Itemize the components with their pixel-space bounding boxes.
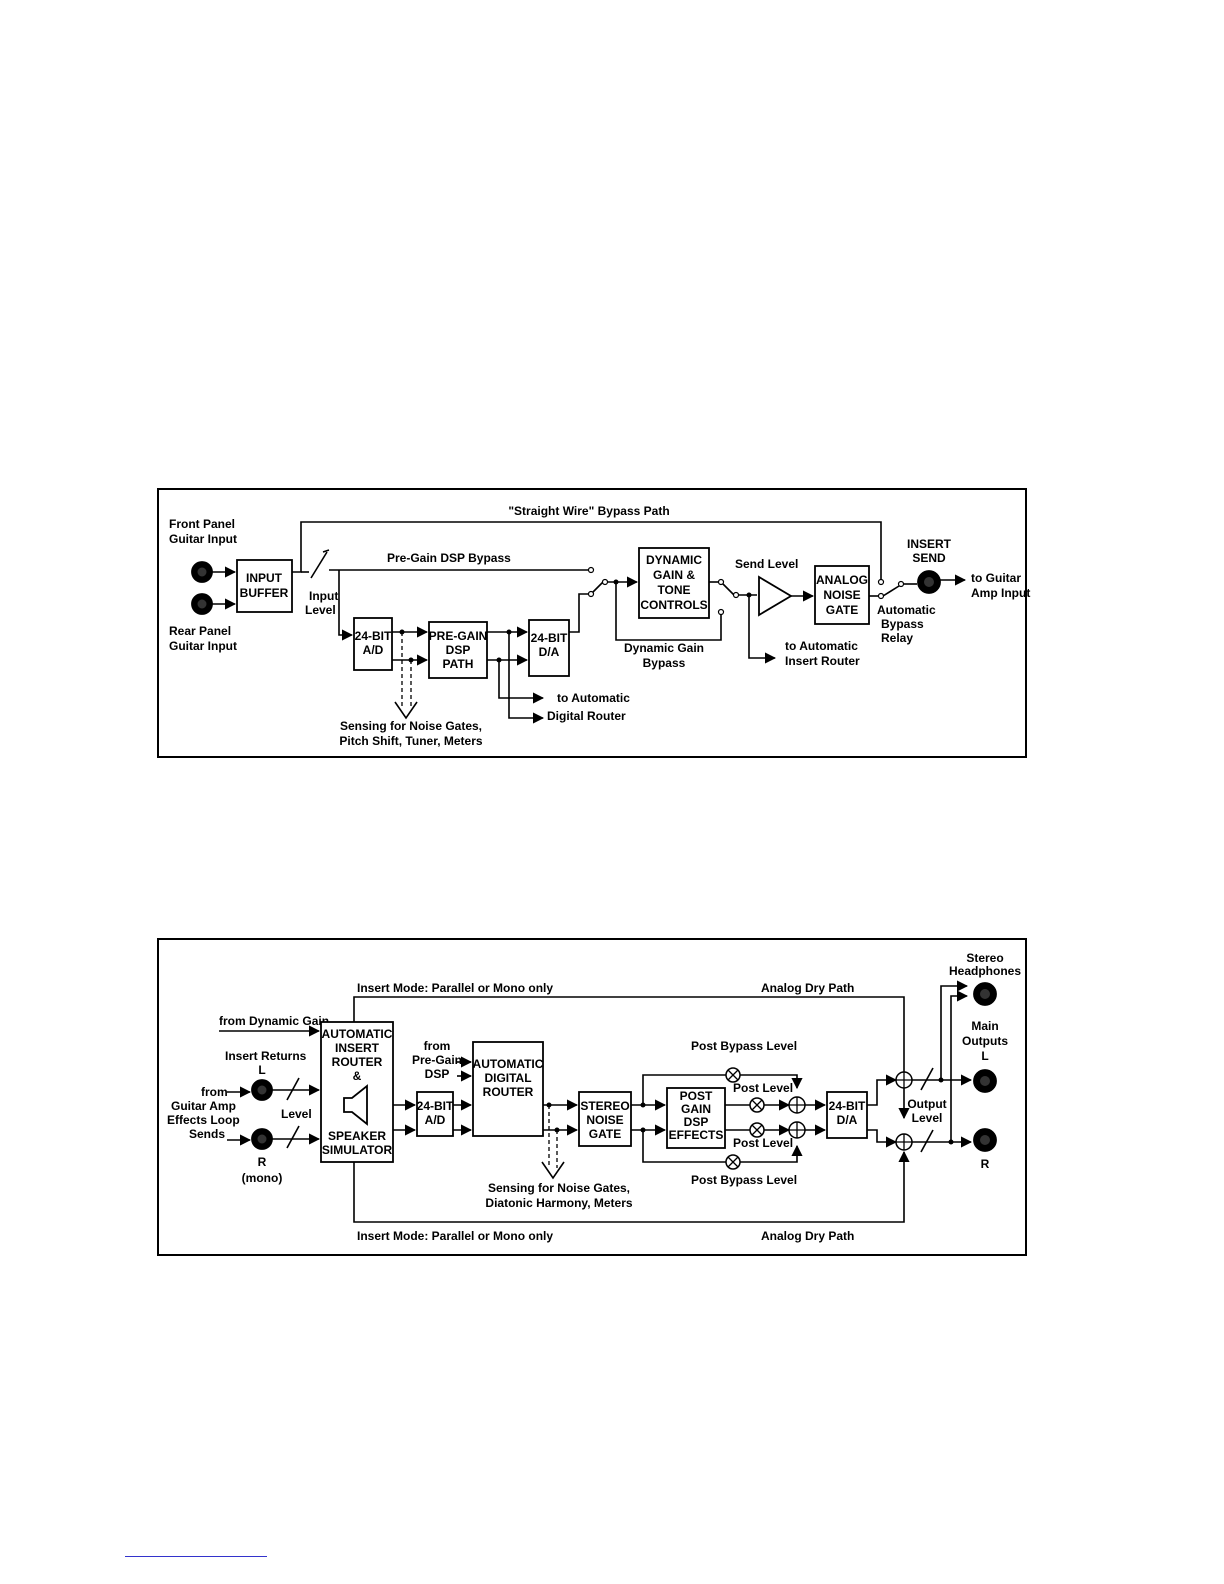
output-summer-r-icon [895, 1133, 913, 1151]
post-gain-dsp-block [666, 1087, 726, 1149]
pregain-bypass-label: Pre-Gain DSP Bypass [387, 551, 511, 565]
post-level-bottom-label: Post Level [733, 1136, 793, 1150]
da-converter-block-2 [826, 1091, 868, 1139]
sensing-label-2: Sensing for Noise Gates,Diatonic Harmony… [485, 1181, 632, 1210]
input-level-pot-icon [310, 549, 330, 579]
da-converter-block [528, 619, 570, 677]
send-level-label: Send Level [735, 557, 798, 571]
summer-bottom-icon [788, 1121, 806, 1139]
ad-converter-block [353, 617, 393, 671]
insert-router-block [320, 1021, 394, 1163]
insert-send-jack-icon [917, 570, 941, 594]
footnote-rule [125, 1556, 267, 1557]
sensing-label: Sensing for Noise Gates,Pitch Shift, Tun… [339, 719, 482, 748]
ad-converter-block-2 [416, 1091, 454, 1137]
stereo-noise-gate-block [578, 1091, 632, 1147]
bypass-relay-switch [882, 585, 900, 597]
return-l-label: L [258, 1063, 265, 1077]
straight-wire-label: "Straight Wire" Bypass Path [508, 504, 669, 518]
rear-input-jack-icon [191, 593, 213, 615]
output-summer-l-icon [895, 1071, 913, 1089]
digital-router-block [472, 1041, 544, 1137]
main-out-r-label: R [981, 1157, 990, 1171]
insert-mode-top-label: Insert Mode: Parallel or Mono only [357, 981, 553, 995]
analog-noise-gate-block [814, 565, 870, 625]
analog-dry-top-label: Analog Dry Path [761, 981, 854, 995]
mono-label: (mono) [242, 1171, 283, 1185]
post-bypass-bottom-multiplier-icon [725, 1154, 741, 1170]
sensing-arrow-icon [394, 701, 418, 720]
from-dynamic-gain-label: from Dynamic Gain [219, 1014, 329, 1028]
analog-dry-bottom-label: Analog Dry Path [761, 1229, 854, 1243]
post-bypass-bottom-label: Post Bypass Level [691, 1173, 797, 1187]
send-level-amp-icon [758, 575, 793, 617]
post-level-top-multiplier-icon [749, 1097, 765, 1113]
headphones-jack-icon [973, 982, 997, 1006]
speaker-icon [343, 1084, 368, 1126]
main-out-l-jack-icon [973, 1069, 997, 1093]
post-level-bottom-multiplier-icon [749, 1122, 765, 1138]
insert-returns-label: Insert Returns [225, 1049, 307, 1063]
post-bypass-top-multiplier-icon [725, 1067, 741, 1083]
input-buffer-block [236, 559, 293, 613]
dynamic-gain-block [638, 547, 710, 619]
front-input-jack-icon [191, 561, 213, 583]
post-level-top-label: Post Level [733, 1081, 793, 1095]
return-r-label: R [258, 1155, 267, 1169]
insert-mode-bottom-label: Insert Mode: Parallel or Mono only [357, 1229, 553, 1243]
sensing-arrow-icon-2 [541, 1161, 565, 1180]
return-level-label: Level [281, 1107, 312, 1121]
return-level-pot-icon [286, 1077, 300, 1149]
pregain-bypass-switch [592, 581, 604, 593]
output-level-pot-icon [920, 1067, 934, 1153]
diagram2-canvas: Insert Mode: Parallel or Mono only Analo… [167, 951, 1021, 1243]
signal-flow-diagram-output: Insert Mode: Parallel or Mono only Analo… [157, 938, 1027, 1256]
return-l-jack-icon [251, 1079, 273, 1101]
pregain-dsp-block [428, 621, 488, 679]
post-bypass-top-label: Post Bypass Level [691, 1039, 797, 1053]
return-r-jack-icon [251, 1128, 273, 1150]
main-out-r-jack-icon [973, 1128, 997, 1152]
summer-top-icon [788, 1096, 806, 1114]
